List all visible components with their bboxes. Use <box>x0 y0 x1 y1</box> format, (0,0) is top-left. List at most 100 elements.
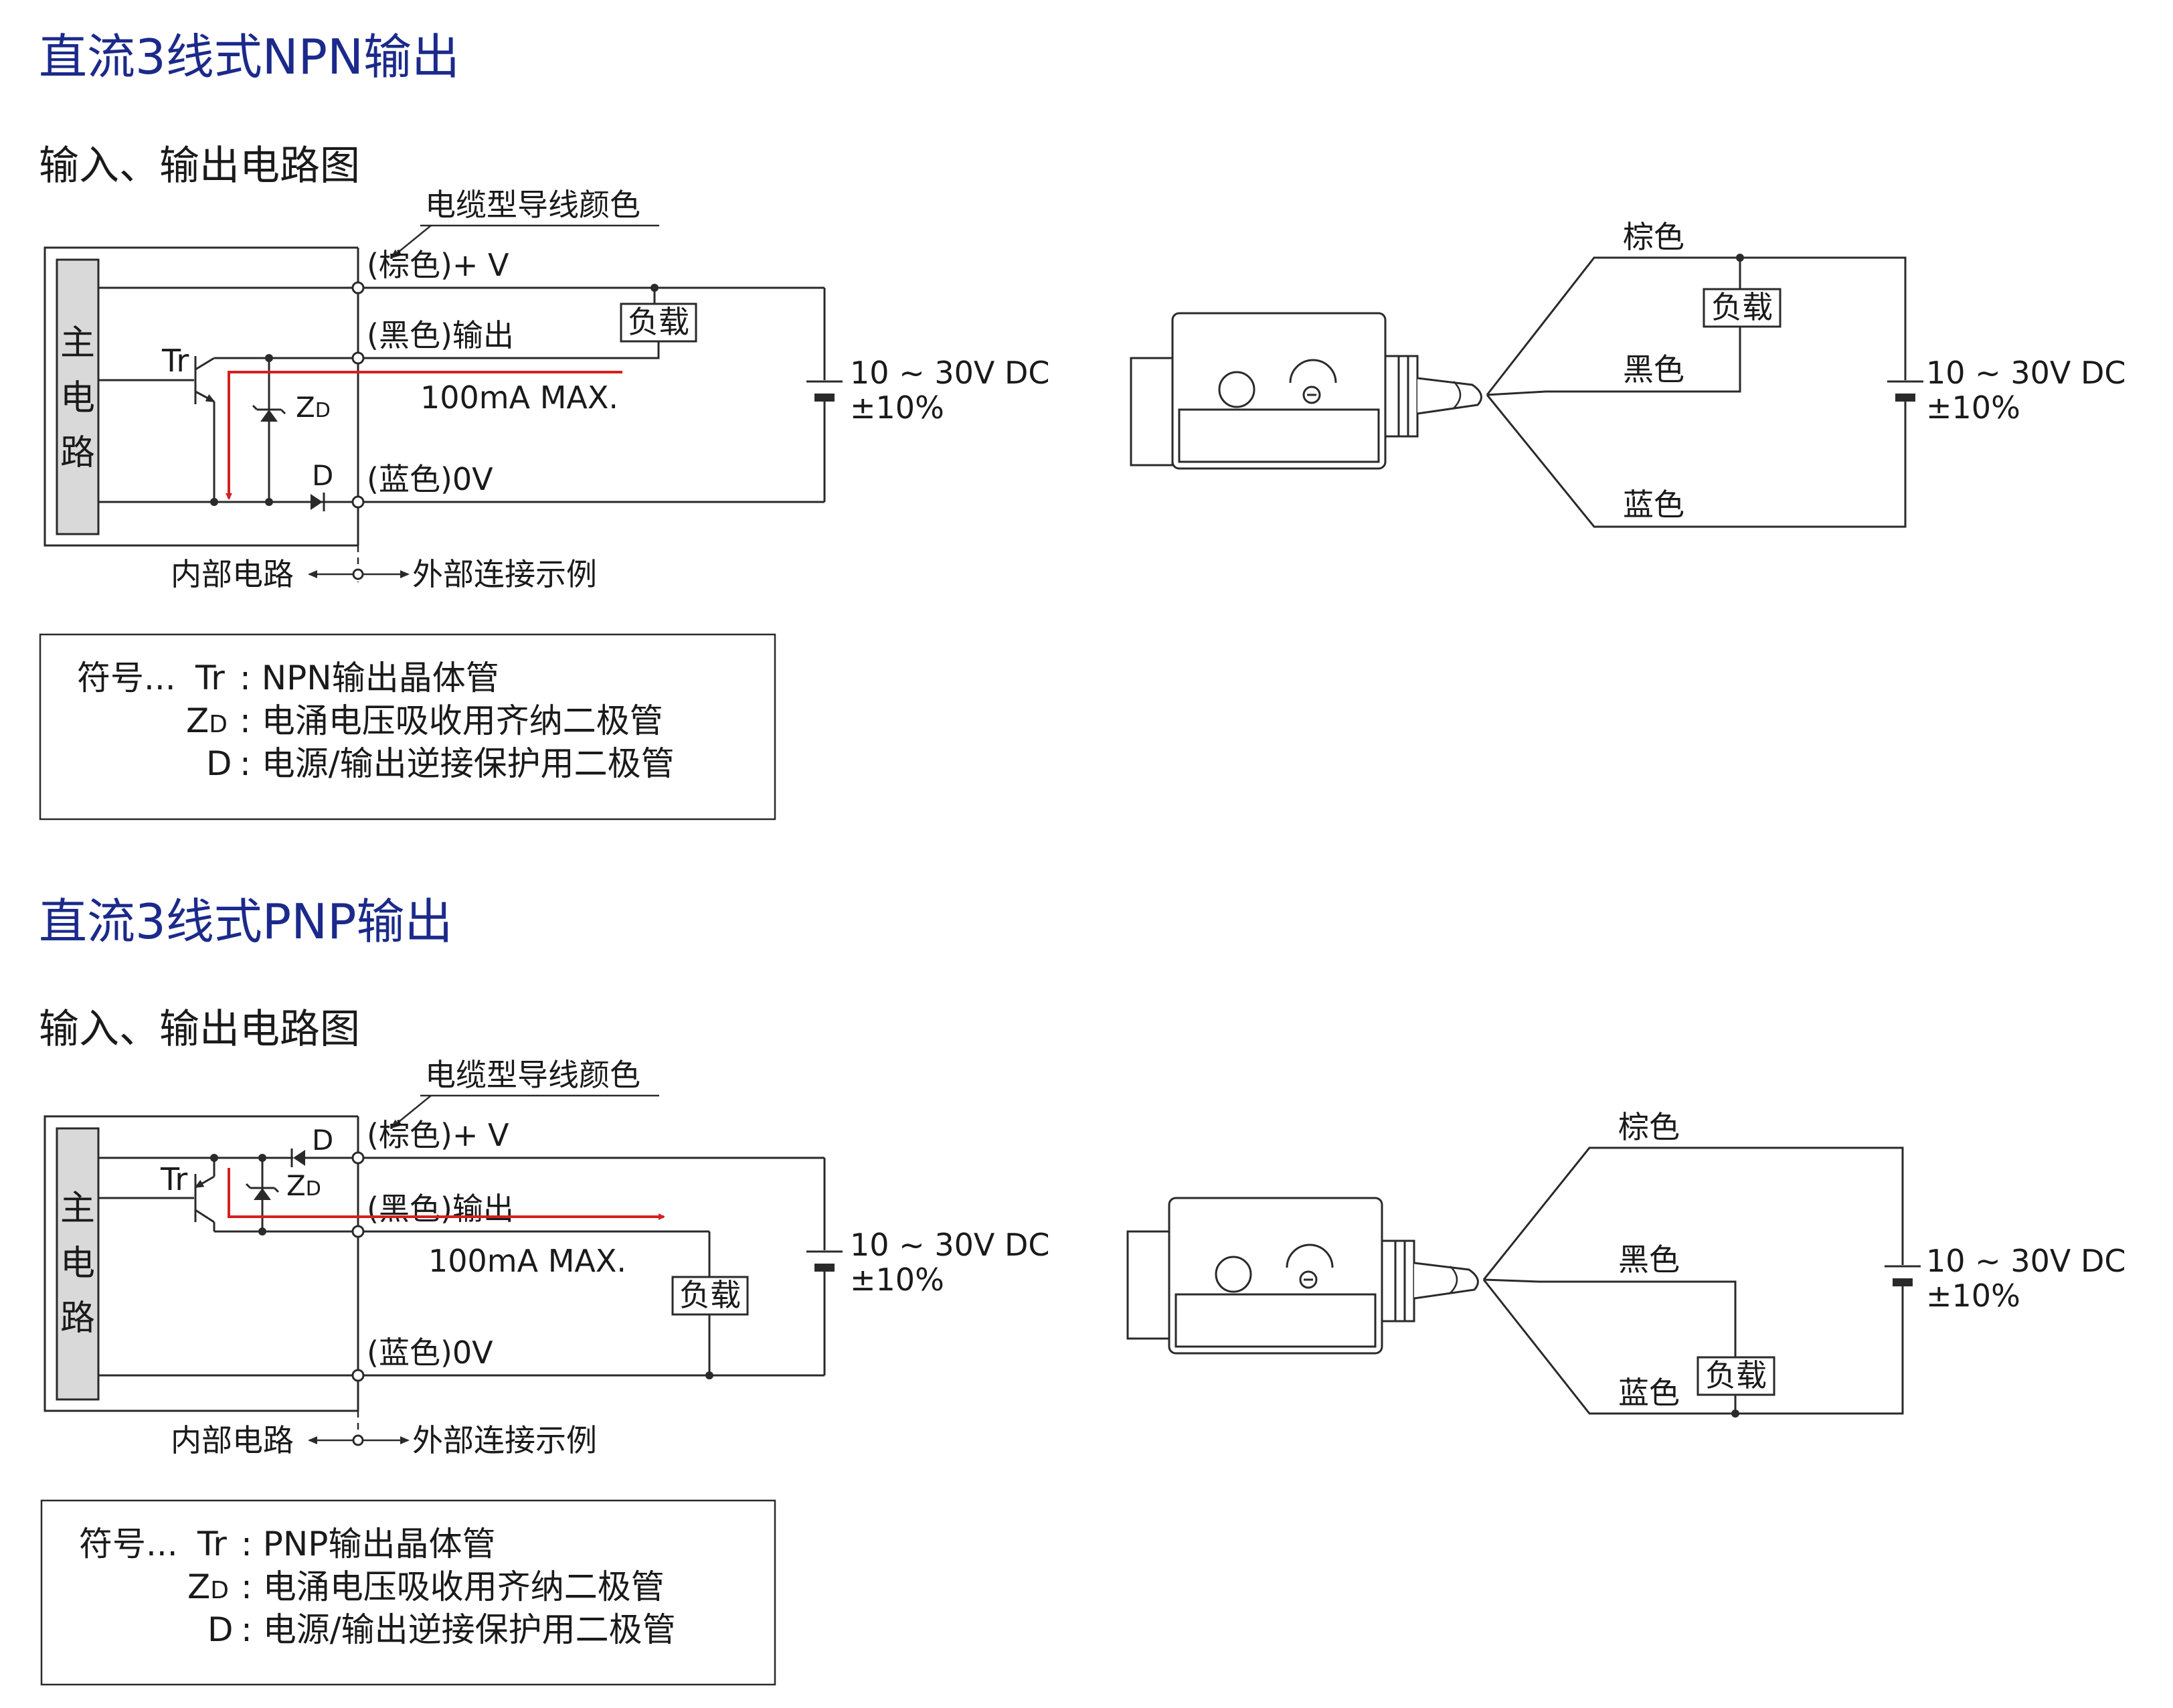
terminal-black-label: (黑色)输出 <box>367 1191 514 1227</box>
transistor-collector <box>195 1209 215 1223</box>
junction-dot <box>265 498 273 506</box>
legend-tr-key: Tr <box>195 659 225 697</box>
main-circuit-char: 电 <box>60 1244 95 1284</box>
cable-gland <box>1384 355 1419 438</box>
junction-dot <box>650 284 659 292</box>
legend-d-key: D <box>207 1610 234 1649</box>
brown-label: 棕色 <box>1623 219 1684 255</box>
cable-end <box>1453 381 1462 409</box>
black-label: 黑色 <box>1623 351 1684 388</box>
boundary-point <box>352 568 364 580</box>
load-label: 负载 <box>628 304 689 340</box>
d-label: D <box>312 1124 333 1157</box>
external-label: 外部连接示例 <box>412 1422 597 1458</box>
main-circuit-char: 路 <box>60 1298 95 1339</box>
legend-box <box>39 633 776 821</box>
legend-tr-desc: : NPN输出晶体管 <box>240 659 499 697</box>
wire-color-leader <box>390 225 432 259</box>
main-circuit-block <box>56 258 100 535</box>
battery-plate-short <box>814 1264 835 1272</box>
blue-wire <box>1482 1279 1904 1415</box>
main-circuit-block <box>56 1127 100 1401</box>
legend-d-key: D <box>206 744 232 783</box>
supply-tolerance: ±10% <box>1926 1278 2020 1314</box>
wire-color-leader <box>390 1095 432 1129</box>
legend-tr-key: Tr <box>197 1525 227 1563</box>
current-path <box>226 371 622 500</box>
terminal-blue-label: (蓝色)0V <box>367 461 493 497</box>
main-circuit-char: 主 <box>60 323 95 363</box>
terminal-black <box>351 1225 365 1238</box>
terminal-brown-label: (棕色)+ V <box>367 247 509 283</box>
junction-dot <box>705 1371 713 1379</box>
legend-zd-desc: : 电涌电压吸收用齐纳二极管 <box>241 1567 665 1606</box>
brown-label: 棕色 <box>1618 1109 1680 1145</box>
brown-wire <box>1482 1146 1904 1280</box>
sensor-lens <box>1130 357 1174 466</box>
sensor-label-plate <box>1175 1293 1377 1348</box>
sensor-label-plate <box>1178 408 1380 463</box>
section-title: 直流3线式NPN输出 <box>39 29 460 85</box>
terminal-blue-label: (蓝色)0V <box>367 1335 493 1371</box>
terminal-blue <box>351 1369 365 1382</box>
internal-circuit-box <box>44 246 358 547</box>
cable <box>1417 377 1482 415</box>
load-box <box>620 303 697 343</box>
external-label: 外部连接示例 <box>412 556 597 592</box>
legend-zd-key: ZD <box>186 701 228 740</box>
npn-section: 直流3线式NPN输出 输入、输出电路图 电缆型导线颜色 主 电 路 <box>39 29 2125 821</box>
junction-dot <box>1736 254 1744 262</box>
load-label: 负载 <box>1705 1357 1767 1393</box>
current-label: 100mA MAX. <box>420 379 618 416</box>
blue-wire <box>1486 394 1907 528</box>
zd-label: ZD <box>286 1169 321 1202</box>
diode-triangle <box>293 1150 305 1166</box>
zener-triangle <box>260 410 278 422</box>
pnp-section: 直流3线式PNP输出 输入、输出电路图 电缆型导线颜色 主 电 路 D <box>39 893 2125 1686</box>
black-label: 黑色 <box>1618 1242 1680 1278</box>
adjuster-arc-icon <box>1286 1244 1334 1268</box>
legend-d-desc: : 电源/输出逆接保护用二极管 <box>241 1610 676 1649</box>
indicator-icon <box>1215 1256 1252 1293</box>
indicator-icon <box>1218 371 1255 408</box>
supply-tolerance: ±10% <box>850 1262 944 1298</box>
load-box <box>1703 288 1781 328</box>
diode-triangle <box>311 494 323 510</box>
current-label: 100mA MAX. <box>428 1243 626 1279</box>
legend-prefix: 符号... <box>79 1525 178 1563</box>
supply-voltage: 10 ~ 30V DC <box>850 355 1049 391</box>
tr-label: Tr <box>161 343 189 379</box>
supply-voltage: 10 ~ 30V DC <box>850 1227 1049 1263</box>
transistor-emitter <box>194 1175 215 1189</box>
section-title: 直流3线式PNP输出 <box>39 893 453 950</box>
legend-prefix: 符号... <box>77 659 176 697</box>
junction-dot <box>265 354 273 362</box>
legend-zd-desc: : 电涌电压吸收用齐纳二极管 <box>240 701 663 740</box>
internal-label: 内部电路 <box>171 556 294 592</box>
wire-color-label: 电缆型导线颜色 <box>425 1057 640 1093</box>
junction-dot <box>1731 1410 1739 1418</box>
npn-legend: 符号... Tr : NPN输出晶体管 ZD : 电涌电压吸收用齐纳二极管 D … <box>39 633 776 821</box>
legend-box <box>40 1499 776 1686</box>
current-path <box>228 1168 665 1220</box>
tr-label: Tr <box>160 1161 187 1197</box>
supply-tolerance: ±10% <box>850 390 944 426</box>
cable <box>1413 1262 1479 1300</box>
supply-voltage: 10 ~ 30V DC <box>1926 1243 2125 1279</box>
battery-plate-short <box>1895 394 1915 402</box>
junction-dot <box>210 498 218 506</box>
internal-label: 内部电路 <box>171 1422 294 1458</box>
cable-end <box>1450 1266 1458 1294</box>
d-label: D <box>312 459 333 492</box>
pnp-wiring-example: 负载 棕色 黑色 蓝色 10 ~ 30V DC ±10% <box>1126 1109 2125 1418</box>
load-box <box>1697 1356 1775 1396</box>
terminal-blue <box>351 495 365 509</box>
npn-circuit-diagram: 电缆型导线颜色 主 电 路 10 ~ 30V DC ±10% <box>44 187 1049 592</box>
supply-tolerance: ±10% <box>1926 390 2020 426</box>
terminal-black-label: (黑色)输出 <box>367 317 514 353</box>
black-wire <box>1486 327 1741 396</box>
terminal-brown <box>351 281 365 294</box>
load-label: 负载 <box>679 1277 741 1313</box>
junction-dot <box>258 1227 266 1235</box>
battery-plate-short <box>814 394 835 402</box>
